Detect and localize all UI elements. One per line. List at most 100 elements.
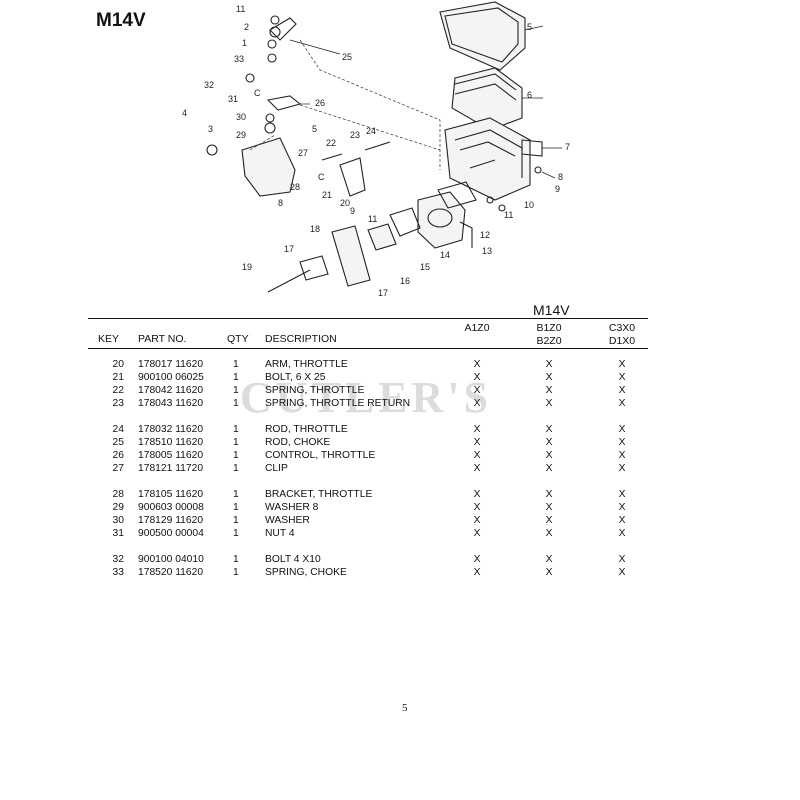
cell-col-a: X: [473, 437, 481, 448]
cell-col-b: X: [545, 359, 553, 370]
air-cleaner-cover: [439, 1, 526, 71]
cell-description: CONTROL, THROTTLE: [265, 450, 376, 461]
cell-qty: 1: [233, 515, 239, 526]
cell-key: 25: [112, 437, 124, 448]
cell-part-no: 178032 11620: [138, 424, 204, 435]
cell-description: BOLT 4 X10: [265, 554, 321, 565]
table-row: 28 178105 11620 1 BRACKET, THROTTLE X X …: [0, 489, 800, 502]
callout: 24: [366, 126, 376, 136]
callout: 11: [504, 210, 513, 220]
cell-part-no: 178042 11620: [138, 385, 204, 396]
callout: 31: [228, 94, 238, 104]
cell-col-b: X: [545, 528, 553, 539]
callout: 9: [350, 206, 355, 216]
cell-part-no: 178017 11620: [138, 359, 204, 370]
table-row: 21 900100 06025 1 BOLT, 6 X 25 X X X: [0, 372, 800, 385]
callout: 33: [234, 54, 244, 64]
callout: 29: [236, 130, 246, 140]
callout: 25: [342, 52, 352, 62]
table-row: 31 900500 00004 1 NUT 4 X X X: [0, 528, 800, 541]
cell-qty: 1: [233, 385, 239, 396]
cell-part-no: 178043 11620: [138, 398, 204, 409]
cell-part-no: 178510 11620: [138, 437, 204, 448]
cell-description: CLIP: [265, 463, 288, 474]
exploded-parts-diagram: 11 2 1 25 33 5 32 31 C 26 4 30 3 29 6 5 …: [182, 1, 570, 298]
page-number: 5: [402, 702, 408, 714]
cell-col-a: X: [473, 398, 481, 409]
callout: 30: [236, 112, 246, 122]
callout: 15: [420, 262, 430, 272]
callout: 16: [400, 276, 410, 286]
cell-description: NUT 4: [265, 528, 295, 539]
cell-col-b: X: [545, 502, 553, 513]
callout: 18: [310, 224, 320, 234]
cell-qty: 1: [233, 398, 239, 409]
cell-col-b: X: [545, 515, 553, 526]
cell-part-no: 178105 11620: [138, 489, 204, 500]
cell-col-a: X: [473, 502, 481, 513]
callout: 22: [326, 138, 336, 148]
callout: 4: [182, 108, 187, 118]
gasket-17: [299, 255, 329, 281]
callout: 2: [244, 22, 249, 32]
callout: 5: [527, 22, 532, 32]
cell-col-b: X: [545, 424, 553, 435]
cell-description: SPRING, CHOKE: [265, 567, 347, 578]
cell-col-c: X: [618, 489, 626, 500]
cell-key: 32: [112, 554, 124, 565]
callout: 23: [350, 130, 360, 140]
callout: 3: [208, 124, 213, 134]
callout: 10: [524, 200, 534, 210]
header-part-no: PART NO.: [138, 333, 187, 345]
air-filter-element: [451, 67, 523, 131]
throttle-arm: [339, 157, 366, 197]
cell-col-b: X: [545, 385, 553, 396]
cell-key: 24: [112, 424, 124, 435]
callout: 8: [558, 172, 563, 182]
callout: 9: [555, 184, 560, 194]
cell-description: WASHER 8: [265, 502, 319, 513]
cell-part-no: 178005 11620: [138, 450, 204, 461]
header-col-c-line2: D1X0: [608, 335, 636, 347]
page-title: M14V: [96, 10, 146, 31]
callout: 14: [440, 250, 450, 260]
callout: 20: [340, 198, 350, 208]
element-7: [521, 139, 543, 157]
cell-part-no: 178520 11620: [138, 567, 204, 578]
gasket-12: [437, 181, 477, 209]
cell-col-a: X: [473, 385, 481, 396]
cell-col-b: X: [545, 463, 553, 474]
spacer-16: [367, 223, 397, 251]
cell-key: 31: [112, 528, 124, 539]
cell-col-c: X: [618, 463, 626, 474]
callout: 11: [236, 4, 245, 14]
plate-18: [331, 225, 371, 287]
cell-description: BOLT, 6 X 25: [265, 372, 326, 383]
throttle-spring: [321, 153, 343, 161]
header-key: KEY: [98, 333, 120, 345]
callout: 11: [368, 214, 377, 224]
cell-description: BRACKET, THROTTLE: [265, 489, 373, 500]
cell-part-no: 900603 00008: [138, 502, 204, 513]
cell-key: 33: [112, 567, 124, 578]
long-bolt: [267, 269, 311, 293]
cell-part-no: 900100 04010: [138, 554, 204, 565]
cell-part-no: 178129 11620: [138, 515, 204, 526]
callout: 17: [284, 244, 294, 254]
cell-col-b: X: [545, 372, 553, 383]
callout: 5: [312, 124, 317, 134]
table-row: 23 178043 11620 1 SPRING, THROTTLE RETUR…: [0, 398, 800, 411]
table-row: 33 178520 11620 1 SPRING, CHOKE X X X: [0, 567, 800, 580]
gasket-15: [389, 207, 421, 237]
callout: 26: [315, 98, 325, 108]
callout: 32: [204, 80, 214, 90]
callout: 8: [278, 198, 283, 208]
cell-key: 26: [112, 450, 124, 461]
cell-description: ARM, THROTTLE: [265, 359, 348, 370]
cell-description: ROD, CHOKE: [265, 437, 331, 448]
cell-qty: 1: [233, 567, 239, 578]
callout: 6: [527, 90, 532, 100]
callout: 19: [242, 262, 252, 272]
cell-qty: 1: [233, 489, 239, 500]
cell-col-c: X: [618, 398, 626, 409]
